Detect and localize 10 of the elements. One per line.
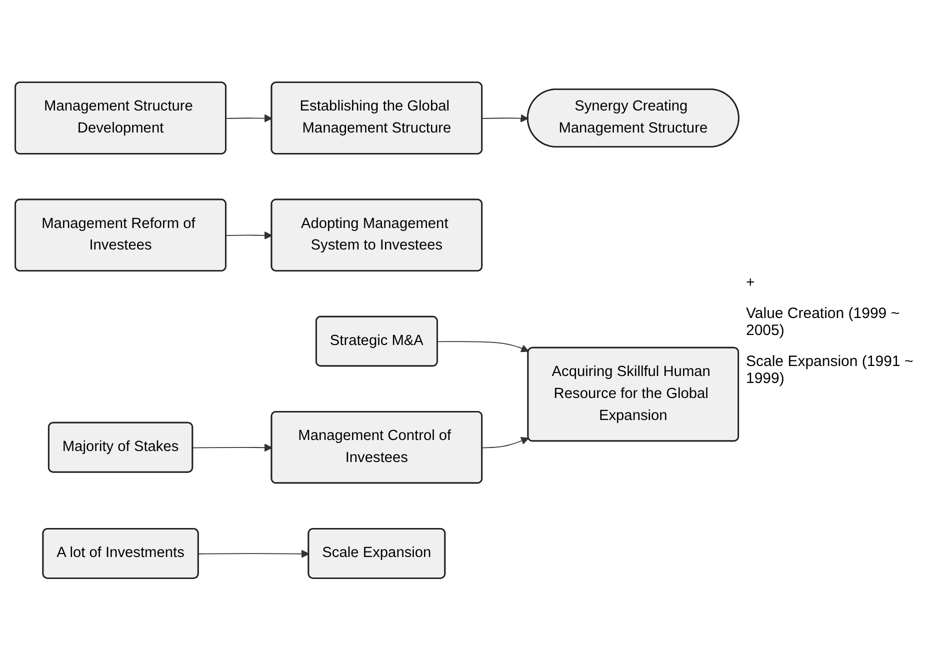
bracket-label: Scale Expansion (1991 ~ 1999) — [746, 353, 914, 387]
arrow — [482, 114, 528, 123]
arrow — [437, 341, 529, 352]
arrow — [226, 114, 272, 123]
arrow — [192, 444, 272, 452]
bracket-label: Value Creation (1999 ~ 2005) — [746, 305, 901, 339]
arrow — [198, 550, 310, 558]
arrow — [482, 437, 529, 448]
bracket-label: + — [746, 274, 756, 291]
arrow — [226, 232, 272, 240]
